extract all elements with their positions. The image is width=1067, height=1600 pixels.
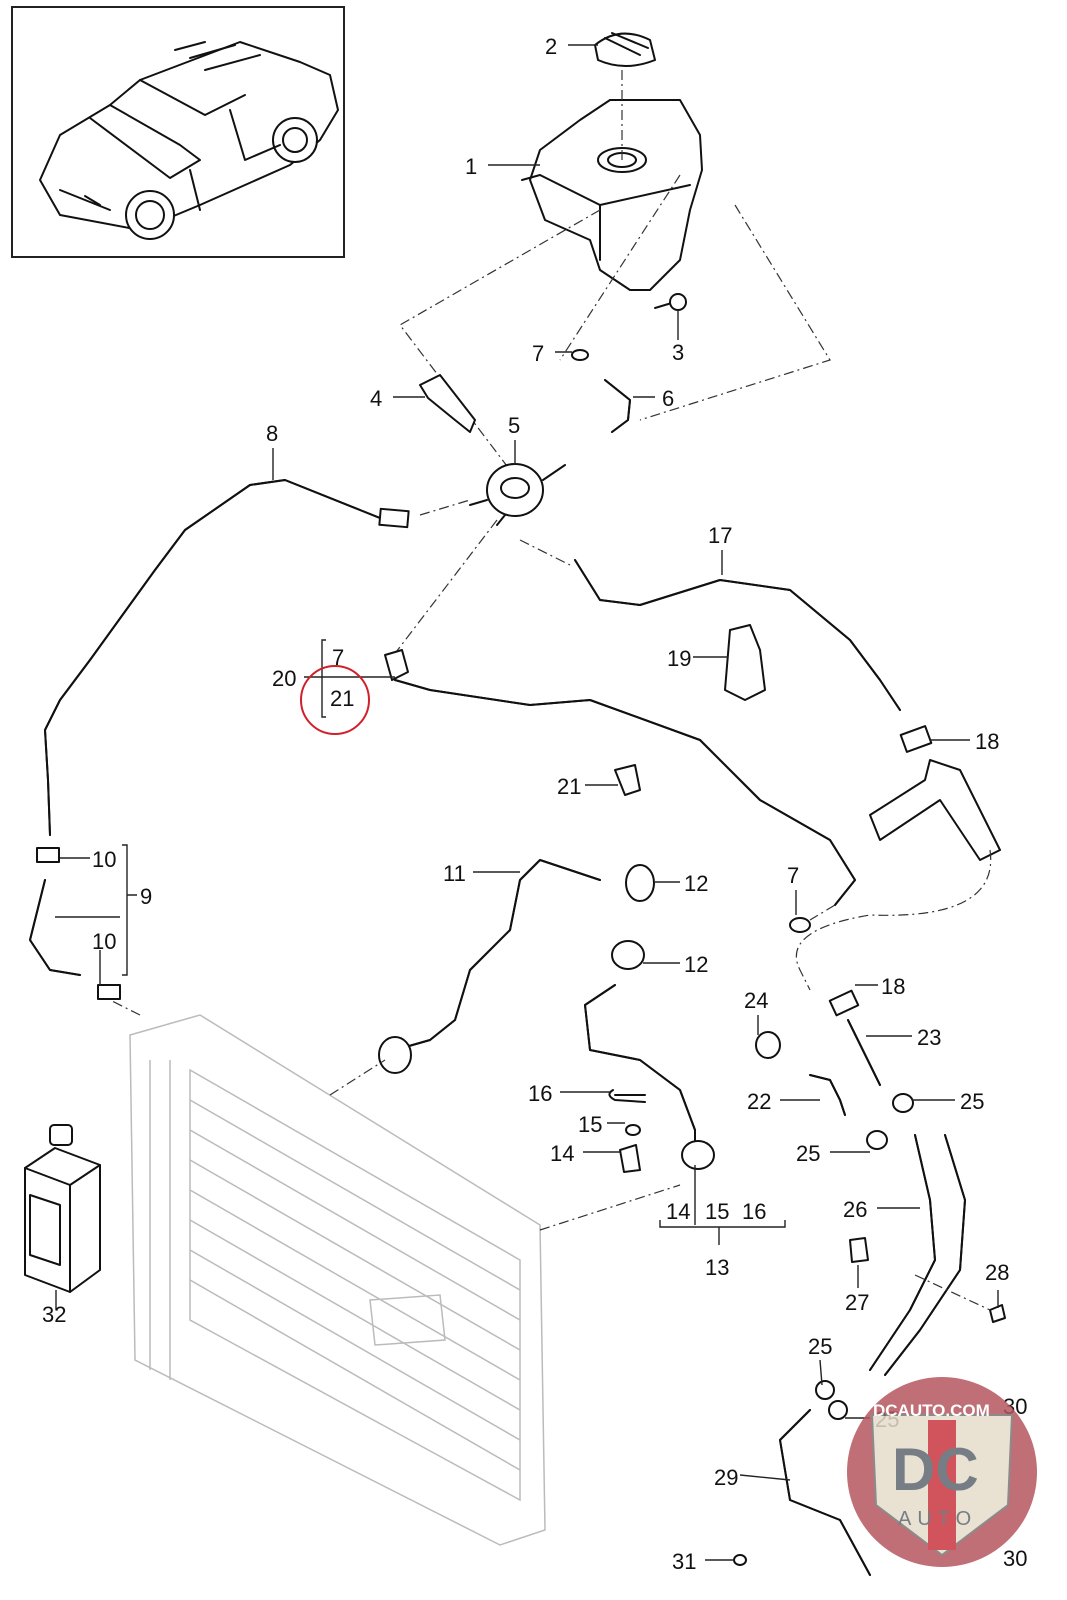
callout-1[interactable]: 1 xyxy=(465,154,477,179)
callout-14-group13[interactable]: 14 xyxy=(666,1199,690,1224)
callout-27[interactable]: 27 xyxy=(845,1290,869,1315)
callout-12[interactable]: 12 xyxy=(684,952,708,977)
callout-7-group20[interactable]: 7 xyxy=(332,645,344,670)
elbow-hose xyxy=(604,379,631,433)
callout-25[interactable]: 25 xyxy=(960,1089,984,1114)
bracket-4 xyxy=(419,374,476,433)
watermark-site: DCAUTO.COM xyxy=(873,1401,990,1420)
callout-25[interactable]: 25 xyxy=(796,1141,820,1166)
clamp-12-lower xyxy=(611,940,645,970)
callouts: 1 2 3 4 5 6 7 8 9 10 10 11 12 12 13 14 1… xyxy=(42,34,1027,1574)
callout-24[interactable]: 24 xyxy=(744,988,768,1013)
holder-19 xyxy=(724,624,766,701)
callout-2[interactable]: 2 xyxy=(545,34,557,59)
leader-lines xyxy=(55,44,999,1561)
callout-7[interactable]: 7 xyxy=(787,863,799,888)
callout-10[interactable]: 10 xyxy=(92,847,116,872)
callout-32[interactable]: 32 xyxy=(42,1302,66,1327)
callout-28[interactable]: 28 xyxy=(985,1260,1009,1285)
vehicle-thumbnail xyxy=(11,6,345,258)
callout-14[interactable]: 14 xyxy=(550,1141,574,1166)
coolant-bottle xyxy=(24,1124,101,1293)
callout-3[interactable]: 3 xyxy=(672,340,684,365)
callout-25[interactable]: 25 xyxy=(808,1334,832,1359)
clamp-7-top xyxy=(571,349,589,361)
callout-15[interactable]: 15 xyxy=(578,1112,602,1137)
watermark-logo-text: DC xyxy=(892,1436,979,1503)
callout-18[interactable]: 18 xyxy=(881,974,905,999)
callout-9[interactable]: 9 xyxy=(140,884,152,909)
callout-12[interactable]: 12 xyxy=(684,871,708,896)
bolt xyxy=(654,293,687,311)
callout-6[interactable]: 6 xyxy=(662,386,674,411)
callout-16-group13[interactable]: 16 xyxy=(742,1199,766,1224)
distributor-valve xyxy=(469,463,566,526)
callout-21[interactable]: 21 xyxy=(557,774,581,799)
callout-19[interactable]: 19 xyxy=(667,646,691,671)
callout-15-group13[interactable]: 15 xyxy=(705,1199,729,1224)
callout-13[interactable]: 13 xyxy=(705,1255,729,1280)
callout-7[interactable]: 7 xyxy=(532,341,544,366)
callout-22[interactable]: 22 xyxy=(747,1089,771,1114)
callout-11[interactable]: 11 xyxy=(443,861,466,886)
callout-30[interactable]: 30 xyxy=(1003,1546,1027,1571)
callout-18[interactable]: 18 xyxy=(975,729,999,754)
watermark-logo-subtext: AUTO xyxy=(898,1508,977,1530)
callout-23[interactable]: 23 xyxy=(917,1025,941,1050)
holder-21 xyxy=(614,764,641,796)
callout-4[interactable]: 4 xyxy=(370,386,382,411)
callout-31[interactable]: 31 xyxy=(672,1549,696,1574)
callout-20[interactable]: 20 xyxy=(272,666,296,691)
clamp-12-upper xyxy=(625,864,655,902)
watermark-logo: DCAUTO.COM DC AUTO xyxy=(847,1377,1037,1567)
callout-17[interactable]: 17 xyxy=(708,523,732,548)
radiator xyxy=(129,1014,546,1546)
callout-10[interactable]: 10 xyxy=(92,929,116,954)
callout-21-group20[interactable]: 21 xyxy=(330,686,354,711)
callout-16[interactable]: 16 xyxy=(528,1081,552,1106)
expansion-tank xyxy=(521,99,703,291)
highlight-circle xyxy=(300,665,370,735)
callout-5[interactable]: 5 xyxy=(508,413,520,438)
tank-cap xyxy=(594,32,656,67)
callout-26[interactable]: 26 xyxy=(843,1197,867,1222)
callout-29[interactable]: 29 xyxy=(714,1465,738,1490)
callout-8[interactable]: 8 xyxy=(266,421,278,446)
